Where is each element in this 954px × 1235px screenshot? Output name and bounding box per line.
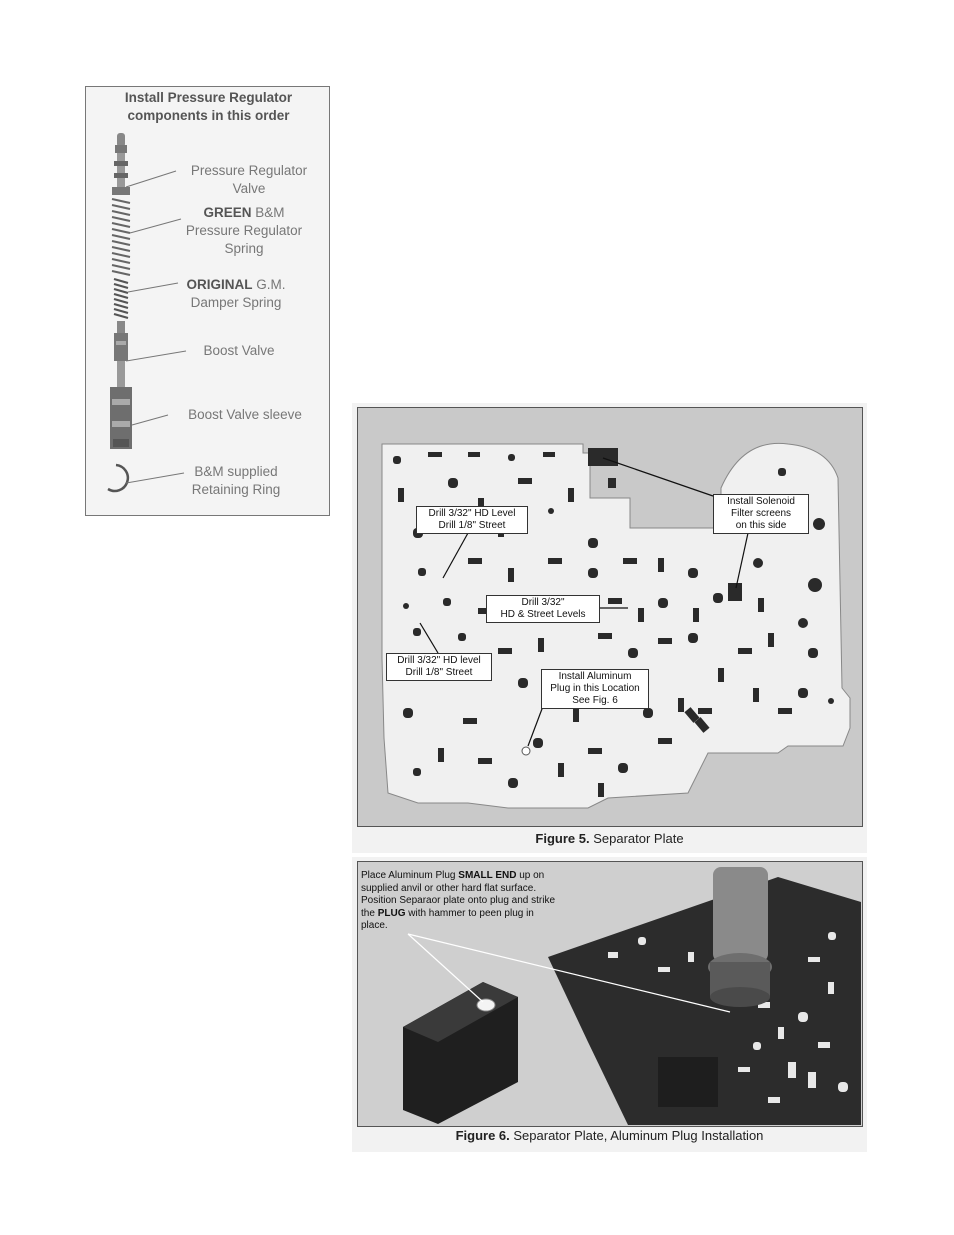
label-line: Boost Valve <box>203 343 275 358</box>
label-line: ORIGINAL G.M. <box>171 276 301 294</box>
callout-line: Install Solenoid <box>727 496 795 507</box>
callout-drill-lower: Drill 3/32" HD level Drill 1/8" Street <box>386 653 492 681</box>
regulator-title: Install Pressure Regulator components in… <box>86 89 331 125</box>
callout-aluminum-plug: Install Aluminum Plug in this Location S… <box>541 669 649 709</box>
label-boost-valve-sleeve: Boost Valve sleeve <box>170 406 320 424</box>
plug-installation-photo: Place Aluminum Plug SMALL END up on supp… <box>357 861 863 1127</box>
caption-label: Figure 6. <box>455 1128 510 1143</box>
callout-line: Install Aluminum <box>558 671 632 682</box>
callout-line: Drill 3/32" <box>521 597 565 608</box>
pressure-regulator-diagram: Install Pressure Regulator components in… <box>85 86 330 516</box>
label-retaining-ring: B&M supplied Retaining Ring <box>181 463 291 499</box>
callout-drill-hd-street: Drill 3/32" HD & Street Levels <box>486 595 600 623</box>
instruction-text: the <box>361 907 378 919</box>
label-boost-valve: Boost Valve <box>184 342 294 360</box>
separator-plate-photo: Install Solenoid Filter screens on this … <box>357 407 863 827</box>
callout-line: Drill 3/32" HD level <box>397 655 481 666</box>
caption-label: Figure 5. <box>535 831 590 846</box>
callout-line: Drill 1/8" Street <box>438 520 506 531</box>
plug-installation-illustration <box>403 867 861 1125</box>
instruction-emphasis: PLUG <box>377 907 406 919</box>
figure-6-caption: Figure 6. Separator Plate, Aluminum Plug… <box>352 1128 867 1143</box>
instruction-emphasis: SMALL END <box>458 870 517 881</box>
figure-5-caption: Figure 5. Separator Plate <box>352 831 867 846</box>
label-green-spring: GREEN B&M Pressure Regulator Spring <box>164 204 324 258</box>
label-line: Damper Spring <box>190 295 282 310</box>
label-line: Spring <box>224 241 264 256</box>
callout-drill-upper: Drill 3/32" HD Level Drill 1/8" Street <box>416 506 528 534</box>
label-line: Retaining Ring <box>191 482 281 497</box>
instruction-line: supplied anvil or other hard flat surfac… <box>361 882 537 894</box>
callout-line: on this side <box>735 520 787 531</box>
separator-plate-illustration <box>381 442 851 809</box>
plug-installation-instructions: Place Aluminum Plug SMALL END up on supp… <box>361 870 616 933</box>
caption-text: Separator Plate <box>589 831 684 846</box>
callout-line: Drill 3/32" HD Level <box>428 508 516 519</box>
callout-line: Drill 1/8" Street <box>405 667 473 678</box>
instruction-text: up on <box>516 870 545 881</box>
caption-text: Separator Plate, Aluminum Plug Installat… <box>509 1128 764 1143</box>
label-text: G.M. <box>252 277 286 292</box>
label-line: B&M supplied <box>194 464 278 479</box>
label-line: Pressure Regulator <box>185 223 303 238</box>
instruction-text: Place Aluminum Plug <box>361 870 459 881</box>
callout-solenoid-filter: Install Solenoid Filter screens on this … <box>713 494 809 534</box>
callout-line: See Fig. 6 <box>572 695 618 706</box>
label-line: Boost Valve sleeve <box>188 407 302 422</box>
label-line: Pressure Regulator <box>190 163 308 178</box>
instruction-line: place. <box>361 920 388 931</box>
instruction-line: Position Separaor plate onto plug and st… <box>361 895 556 906</box>
regulator-components-illustration <box>107 133 187 493</box>
label-pressure-regulator-valve: Pressure Regulator Valve <box>174 162 324 198</box>
label-line: Valve <box>232 181 266 196</box>
instruction-line: the PLUG with hammer to peen plug in <box>361 908 616 921</box>
label-line: GREEN B&M <box>164 204 324 222</box>
callout-line: Plug in this Location <box>550 683 640 694</box>
label-emphasis: ORIGINAL <box>186 277 253 292</box>
instruction-line: Place Aluminum Plug SMALL END up on <box>361 870 616 883</box>
callout-line: HD & Street Levels <box>500 609 586 620</box>
callout-line: Filter screens <box>730 508 791 519</box>
figure-6: Place Aluminum Plug SMALL END up on supp… <box>352 857 867 1152</box>
figure-5: Install Solenoid Filter screens on this … <box>352 403 867 853</box>
regulator-title-line1: Install Pressure Regulator <box>124 90 293 105</box>
label-emphasis: GREEN <box>203 205 252 220</box>
regulator-title-line2: components in this order <box>127 108 290 123</box>
label-damper-spring: ORIGINAL G.M. Damper Spring <box>171 276 301 312</box>
instruction-text: with hammer to peen plug in <box>405 907 534 919</box>
label-text: B&M <box>251 205 285 220</box>
